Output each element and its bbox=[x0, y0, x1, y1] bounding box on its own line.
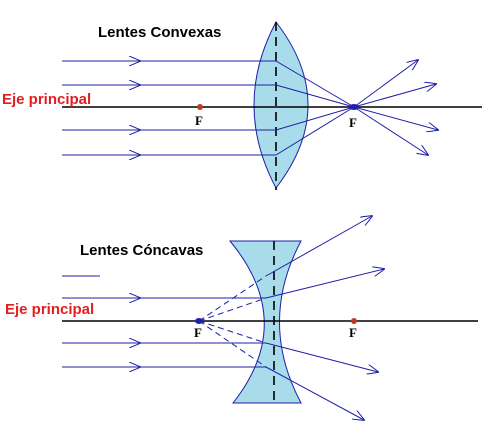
concave-refracted-rays bbox=[265, 216, 384, 420]
concave-focus-left-label: F bbox=[194, 325, 202, 340]
concave-focus-right-label: F bbox=[349, 325, 357, 340]
convex-title: Lentes Convexas bbox=[98, 24, 221, 41]
concave-title: Lentes Cóncavas bbox=[80, 242, 203, 259]
convex-lens-diagram: Lentes Convexas F F Eje bbox=[2, 21, 482, 190]
convex-lens bbox=[253, 21, 309, 189]
convex-focus-left-label: F bbox=[195, 113, 203, 128]
convex-focus-right-dot bbox=[349, 104, 359, 110]
concave-lens bbox=[228, 240, 302, 404]
concave-focus-right-dot bbox=[351, 318, 357, 324]
convex-axis-label: Eje principal bbox=[2, 91, 91, 108]
convex-incident-rays bbox=[62, 61, 276, 155]
concave-virtual-rays bbox=[198, 275, 267, 368]
concave-incident-rays bbox=[62, 275, 266, 367]
convex-focus-left-dot bbox=[197, 104, 203, 110]
convex-refracted-rays bbox=[275, 60, 438, 155]
convex-focus-right-label: F bbox=[349, 115, 357, 130]
concave-axis-label: Eje principal bbox=[5, 301, 94, 318]
concave-focus-left-dot bbox=[195, 318, 203, 324]
concave-lens-diagram: Lentes Cóncavas F F bbox=[5, 216, 478, 420]
